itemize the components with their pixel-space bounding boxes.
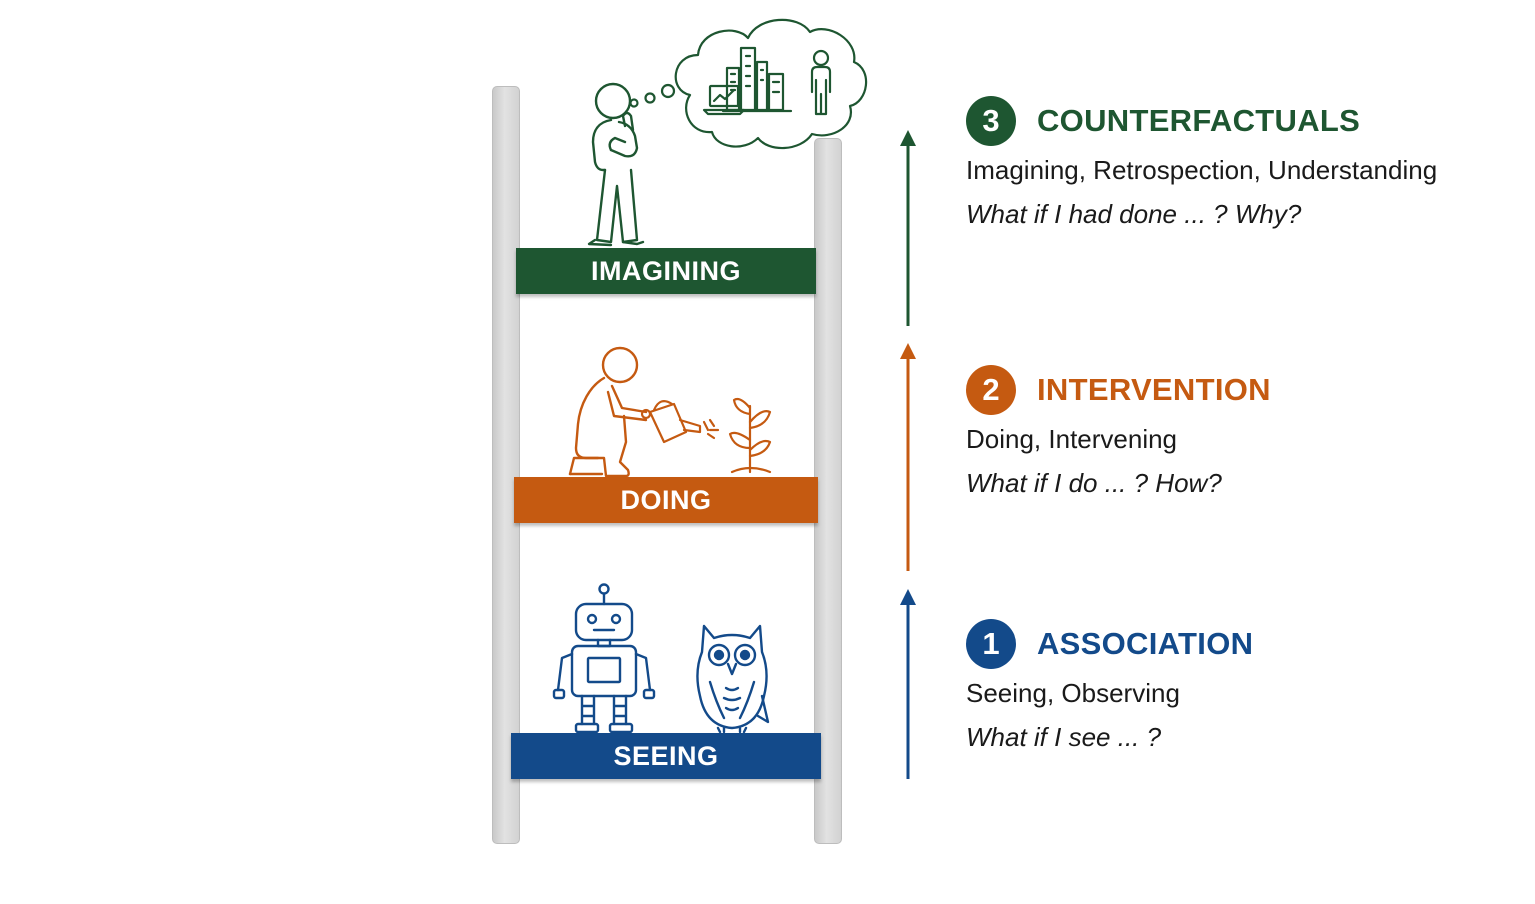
rung-seeing: SEEING [511, 733, 821, 779]
level-counterfactuals-header: 3 COUNTERFACTUALS [966, 95, 1437, 147]
rung-imagining: IMAGINING [516, 248, 816, 294]
kneeling-gardener-icon [568, 346, 648, 478]
sprout-icon [728, 397, 772, 474]
level-association: 1 ASSOCIATION Seeing, Observing What if … [966, 618, 1253, 753]
level-intervention-header: 2 INTERVENTION [966, 364, 1271, 416]
level-title: ASSOCIATION [1037, 626, 1254, 661]
level-number-badge: 2 [966, 365, 1016, 415]
rung-imagining-label: IMAGINING [591, 255, 741, 286]
thinking-person-icon [587, 82, 645, 247]
intervention-arrow [900, 343, 916, 571]
level-title: INTERVENTION [1037, 372, 1271, 407]
level-counterfactuals: 3 COUNTERFACTUALS Imagining, Retrospecti… [966, 95, 1437, 230]
ladder-left-rail [492, 86, 520, 844]
association-arrow [900, 589, 916, 779]
rung-doing: DOING [514, 477, 818, 523]
level-question: What if I do ... ? How? [966, 468, 1222, 498]
rung-seeing-label: SEEING [613, 740, 719, 771]
counterfactuals-arrow [900, 130, 916, 326]
level-title: COUNTERFACTUALS [1037, 103, 1361, 138]
level-number-badge: 1 [966, 619, 1016, 669]
level-number-badge: 3 [966, 96, 1016, 146]
watering-can-icon [640, 400, 720, 444]
rung-doing-label: DOING [620, 484, 712, 515]
level-intervention: 2 INTERVENTION Doing, Intervening What i… [966, 364, 1271, 499]
level-question: What if I see ... ? [966, 722, 1162, 752]
thought-cloud-icon [629, 18, 868, 150]
level-association-header: 1 ASSOCIATION [966, 618, 1253, 670]
level-description: Doing, Intervening [966, 424, 1178, 454]
robot-icon [552, 583, 656, 734]
owl-icon [696, 624, 770, 734]
level-description: Seeing, Observing [966, 678, 1180, 708]
level-question: What if I had done ... ? Why? [966, 199, 1302, 229]
level-description: Imagining, Retrospection, Understanding [966, 155, 1438, 185]
